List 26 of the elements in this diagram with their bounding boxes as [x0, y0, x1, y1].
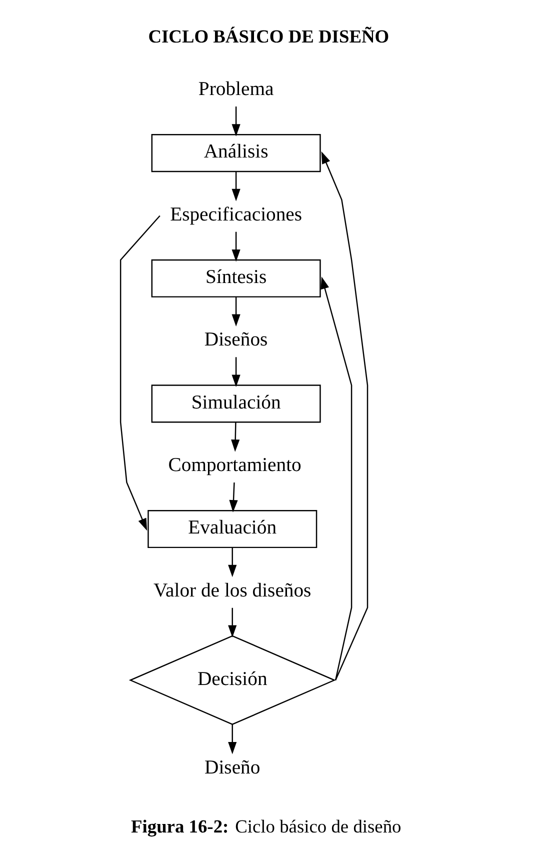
arrow — [232, 296, 240, 326]
arrow — [321, 150, 368, 680]
node-box: Análisis — [151, 134, 321, 172]
node-box: Síntesis — [151, 258, 321, 297]
arrow — [228, 547, 237, 577]
node-text: Especificaciones — [170, 202, 302, 225]
diagram-title: CICLO BÁSICO DE DISEÑO — [148, 26, 390, 46]
arrow — [120, 214, 160, 530]
arrow — [320, 276, 352, 680]
node-box: Evaluación — [148, 509, 318, 548]
arrow — [232, 231, 240, 262]
arrow — [231, 422, 240, 452]
arrow — [232, 356, 240, 387]
node-text: Diseño — [204, 756, 260, 778]
node-text: Problema — [198, 78, 274, 100]
caption: Figura 16-2: Ciclo básico de diseño — [131, 816, 402, 836]
arrow — [232, 171, 240, 201]
node-text: Comportamiento — [168, 454, 302, 476]
arrow — [232, 106, 240, 136]
node-text: Diseños — [204, 328, 268, 350]
arrow — [228, 724, 237, 754]
node-box: Simulación — [151, 384, 321, 422]
node-diamond: Decisión — [128, 634, 336, 725]
arrow — [229, 482, 238, 512]
node-text: Valor de los diseños — [154, 578, 312, 601]
arrow — [228, 607, 237, 637]
